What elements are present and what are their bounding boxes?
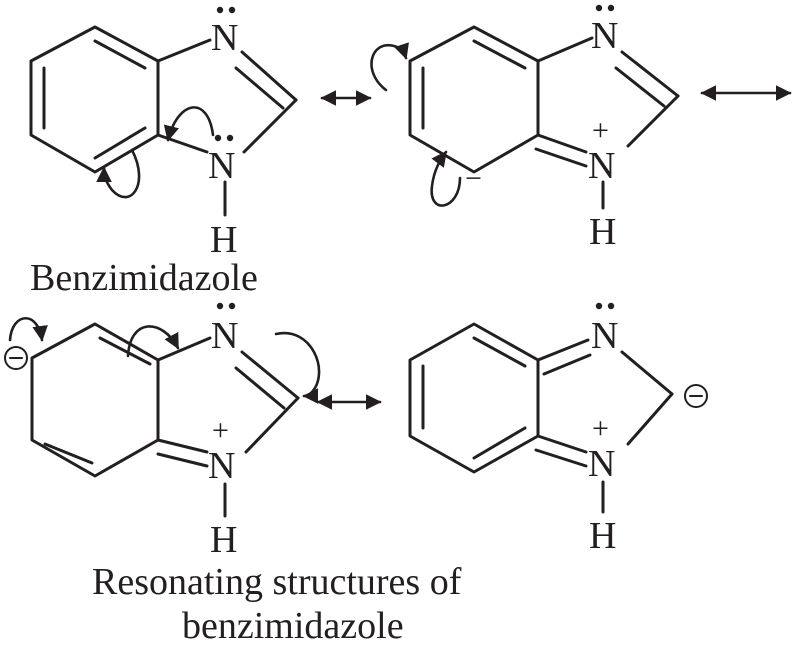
atom-hydrogen: H — [210, 519, 237, 561]
atom-nitrogen: N — [211, 17, 238, 59]
bond-n1-c — [536, 133, 588, 154]
double-bond-n3-c2 — [234, 66, 285, 110]
double-bond-inner — [98, 336, 152, 366]
atom-nitrogen: N — [591, 315, 618, 357]
benzene-ring — [29, 25, 160, 174]
bond-c-n3 — [536, 36, 594, 63]
atom-nitrogen: N — [208, 145, 235, 187]
positive-charge: + — [212, 414, 229, 447]
atom-nitrogen: N — [211, 315, 238, 357]
lone-pair-dot — [228, 6, 236, 14]
double-bond-inner — [93, 126, 147, 160]
lone-pair-dot — [226, 134, 234, 142]
structure-benzimidazole: N N H — [29, 6, 298, 261]
bond-c2-n1 — [244, 396, 300, 454]
atom-nitrogen: N — [588, 443, 615, 485]
bond-n3-c2 — [240, 50, 298, 102]
curved-arrow — [126, 325, 180, 358]
lone-pair-dot — [228, 302, 236, 310]
six-membered-ring — [408, 25, 540, 174]
structure-resonance-3: N N + H — [4, 302, 321, 561]
bond-n1-c — [156, 133, 209, 154]
double-bond-n3-c2 — [614, 66, 666, 108]
atom-hydrogen: H — [589, 515, 616, 557]
curved-arrow — [370, 42, 409, 92]
bond-n3-c2 — [240, 350, 300, 400]
atom-nitrogen: N — [588, 145, 615, 187]
lone-pair-dot — [595, 4, 603, 12]
atom-hydrogen: H — [210, 219, 237, 261]
structure-resonance-4: N N + H — [408, 302, 708, 557]
double-bond-c-n1 — [534, 147, 588, 168]
double-bond-c-n1 — [534, 448, 588, 468]
lone-pair-dot — [607, 302, 615, 310]
double-bond-inner — [472, 39, 527, 70]
atom-hydrogen: H — [589, 211, 616, 253]
bond-c2-n1 — [242, 98, 298, 154]
caption-benzimidazole: Benzimidazole — [30, 257, 258, 299]
double-bond-c-n1 — [156, 452, 209, 468]
positive-charge: + — [592, 412, 609, 445]
atom-nitrogen: N — [208, 445, 235, 487]
double-bond-c-n3 — [542, 353, 592, 376]
bond-c-n3 — [156, 38, 212, 63]
bond-n3-c2 — [620, 350, 674, 396]
bond-c-n3 — [536, 338, 590, 362]
lone-pair-dot — [214, 134, 222, 142]
curved-arrow — [8, 316, 48, 342]
double-bond-inner — [472, 426, 527, 460]
negative-charge: − — [465, 162, 482, 195]
bond-n3-c2 — [620, 50, 680, 98]
bond-c2-n1 — [626, 392, 674, 446]
double-bond-inner — [472, 336, 527, 368]
lone-pair-dot — [216, 302, 224, 310]
bond-c2-n1 — [626, 94, 680, 148]
structure-resonance-2: N N + − H — [370, 4, 680, 253]
double-bond-inner — [43, 442, 94, 465]
curved-arrow — [96, 148, 141, 199]
lone-pair-dot — [595, 302, 603, 310]
double-bond-inner — [93, 39, 147, 70]
curved-arrow — [274, 331, 321, 404]
six-membered-ring — [30, 322, 160, 478]
positive-charge: + — [592, 114, 609, 147]
atom-nitrogen: N — [591, 15, 618, 57]
curved-arrow — [163, 106, 215, 142]
bond-n1-c — [536, 434, 588, 454]
double-bond-n3-c2 — [234, 366, 286, 410]
caption-benzimidazole-lower: benzimidazole — [182, 605, 404, 647]
bond-n1-c — [156, 438, 209, 454]
lone-pair-dot — [216, 6, 224, 14]
lone-pair-dot — [607, 4, 615, 12]
benzene-ring — [408, 322, 540, 474]
bond-c-n3 — [156, 336, 212, 362]
curved-arrow — [430, 150, 462, 207]
caption-resonating-structures: Resonating structures of — [92, 561, 462, 603]
